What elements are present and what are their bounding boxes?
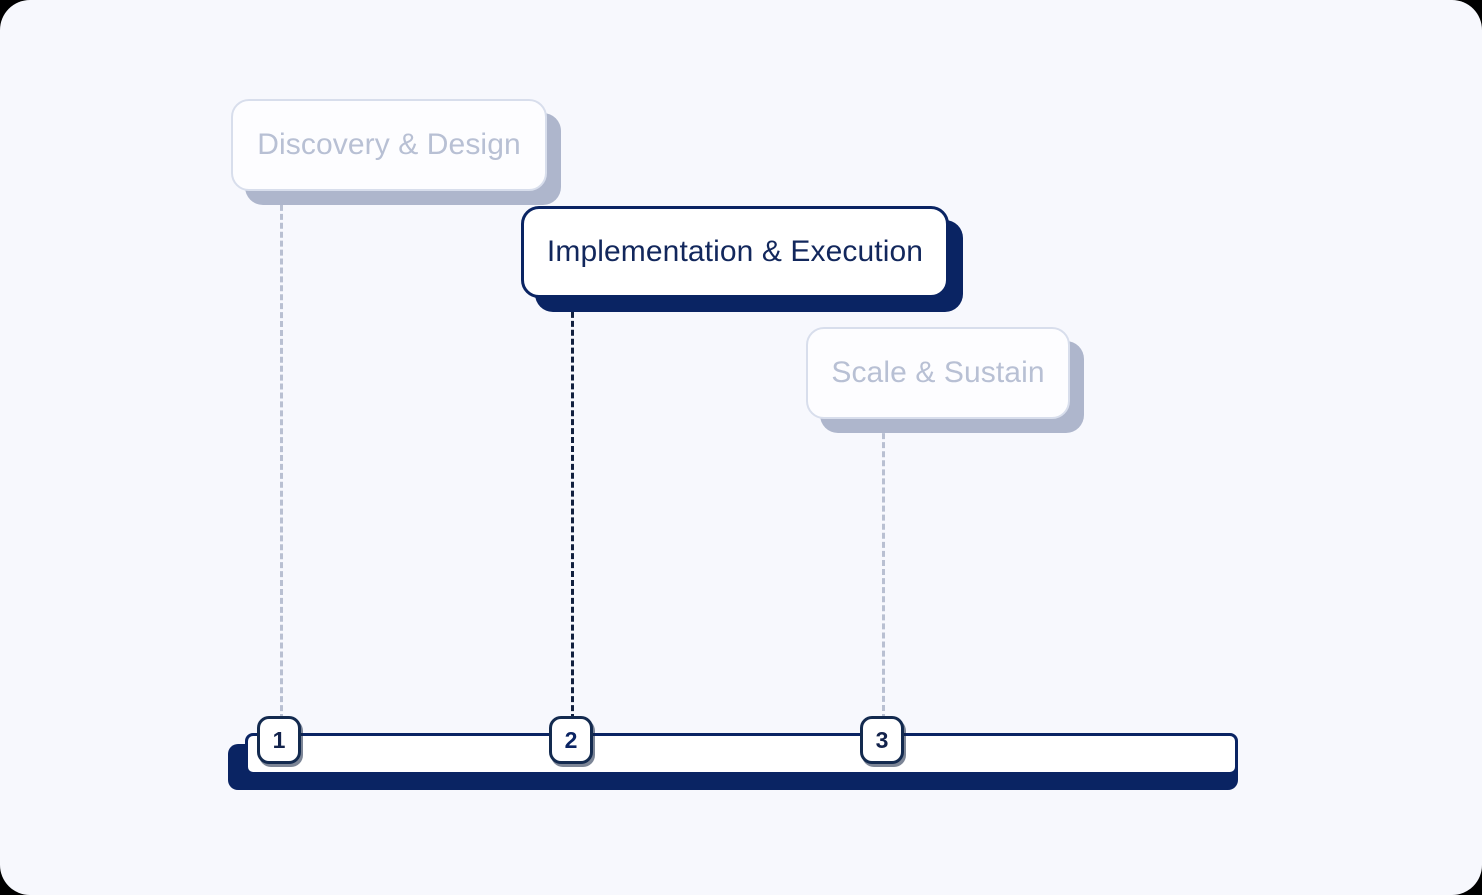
phase-card-label: Implementation & Execution	[546, 235, 924, 268]
connector-line-phase-2	[571, 303, 574, 720]
connector-line-phase-1	[280, 196, 283, 720]
timeline-track[interactable]	[245, 733, 1238, 775]
phase-card-label: Discovery & Design	[257, 128, 521, 161]
connector-line-phase-3	[882, 424, 885, 720]
phase-card-implementation-execution[interactable]: Implementation & Execution	[521, 206, 949, 298]
milestone-marker-number: 1	[272, 726, 286, 753]
milestone-marker-number: 2	[564, 726, 578, 753]
milestone-marker-3[interactable]: 3	[860, 716, 904, 764]
milestone-marker-2[interactable]: 2	[549, 716, 593, 764]
milestone-marker-number: 3	[875, 726, 889, 753]
milestone-marker-1[interactable]: 1	[257, 716, 301, 764]
phase-card-scale-sustain[interactable]: Scale & Sustain	[806, 327, 1070, 419]
phase-card-label: Scale & Sustain	[831, 356, 1045, 389]
phase-card-discovery-design[interactable]: Discovery & Design	[231, 99, 547, 191]
